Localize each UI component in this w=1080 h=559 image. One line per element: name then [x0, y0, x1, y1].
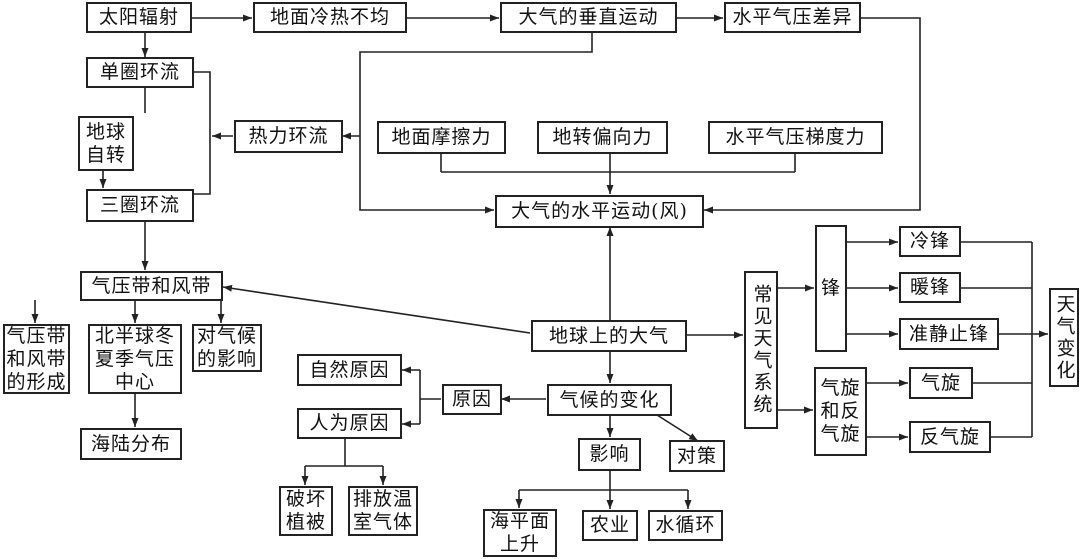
node-cyclone: 气旋 [909, 367, 973, 399]
node-vertical-motion: 大气的垂直运动 [500, 2, 677, 33]
node-thermal-circulation: 热力环流 [234, 120, 343, 153]
node-natural-causes: 自然原因 [297, 354, 402, 386]
node-weather-change: 天气变化 [1049, 288, 1079, 387]
node-horizontal-motion-wind: 大气的水平运动(风) [495, 195, 704, 228]
node-coriolis-force: 地转偏向力 [537, 121, 668, 154]
node-climate-effect: 对气候 的影响 [192, 324, 262, 372]
node-pressure-centers: 北半球冬 夏季气压 中心 [88, 324, 182, 394]
node-human-causes: 人为原因 [297, 408, 402, 439]
node-greenhouse-emission: 排放温 室气体 [348, 486, 418, 536]
node-pressure-difference: 水平气压差异 [724, 2, 861, 33]
node-cold-front: 冷锋 [899, 226, 961, 257]
node-belts-formation: 气压带 和风带 的形成 [3, 324, 70, 394]
node-pressure-wind-belts: 气压带和风带 [80, 271, 223, 301]
node-anticyclone: 反气旋 [909, 421, 991, 453]
node-agriculture: 农业 [582, 510, 638, 541]
node-solar-radiation: 太阳辐射 [86, 2, 192, 33]
node-front: 锋 [815, 225, 847, 352]
node-stationary-front: 准静止锋 [899, 318, 999, 350]
node-weather-systems: 常见天气系统 [744, 271, 778, 429]
node-uneven-heating: 地面冷热不均 [253, 2, 407, 33]
node-deforestation: 破坏 植被 [279, 486, 333, 536]
node-impacts: 影响 [578, 438, 641, 471]
node-cyclone-anticyclone: 气旋 和反 气旋 [814, 367, 867, 456]
node-countermeasures: 对策 [669, 440, 725, 472]
node-water-cycle: 水循环 [648, 510, 723, 541]
node-pressure-gradient-force: 水平气压梯度力 [708, 121, 883, 154]
node-three-cell-circulation: 三圈环流 [86, 189, 194, 222]
node-climate-change: 气候的变化 [547, 384, 672, 416]
node-earth-rotation: 地球 自转 [78, 116, 134, 171]
node-warm-front: 暖锋 [899, 272, 961, 303]
node-sea-level-rise: 海平面 上升 [483, 509, 557, 557]
node-earth-atmosphere: 地球上的大气 [531, 320, 687, 352]
node-single-cell-circulation: 单圈环流 [86, 57, 194, 88]
node-land-sea-distribution: 海陆分布 [80, 428, 182, 460]
node-ground-friction: 地面摩擦力 [377, 121, 506, 154]
node-causes: 原因 [442, 384, 502, 415]
